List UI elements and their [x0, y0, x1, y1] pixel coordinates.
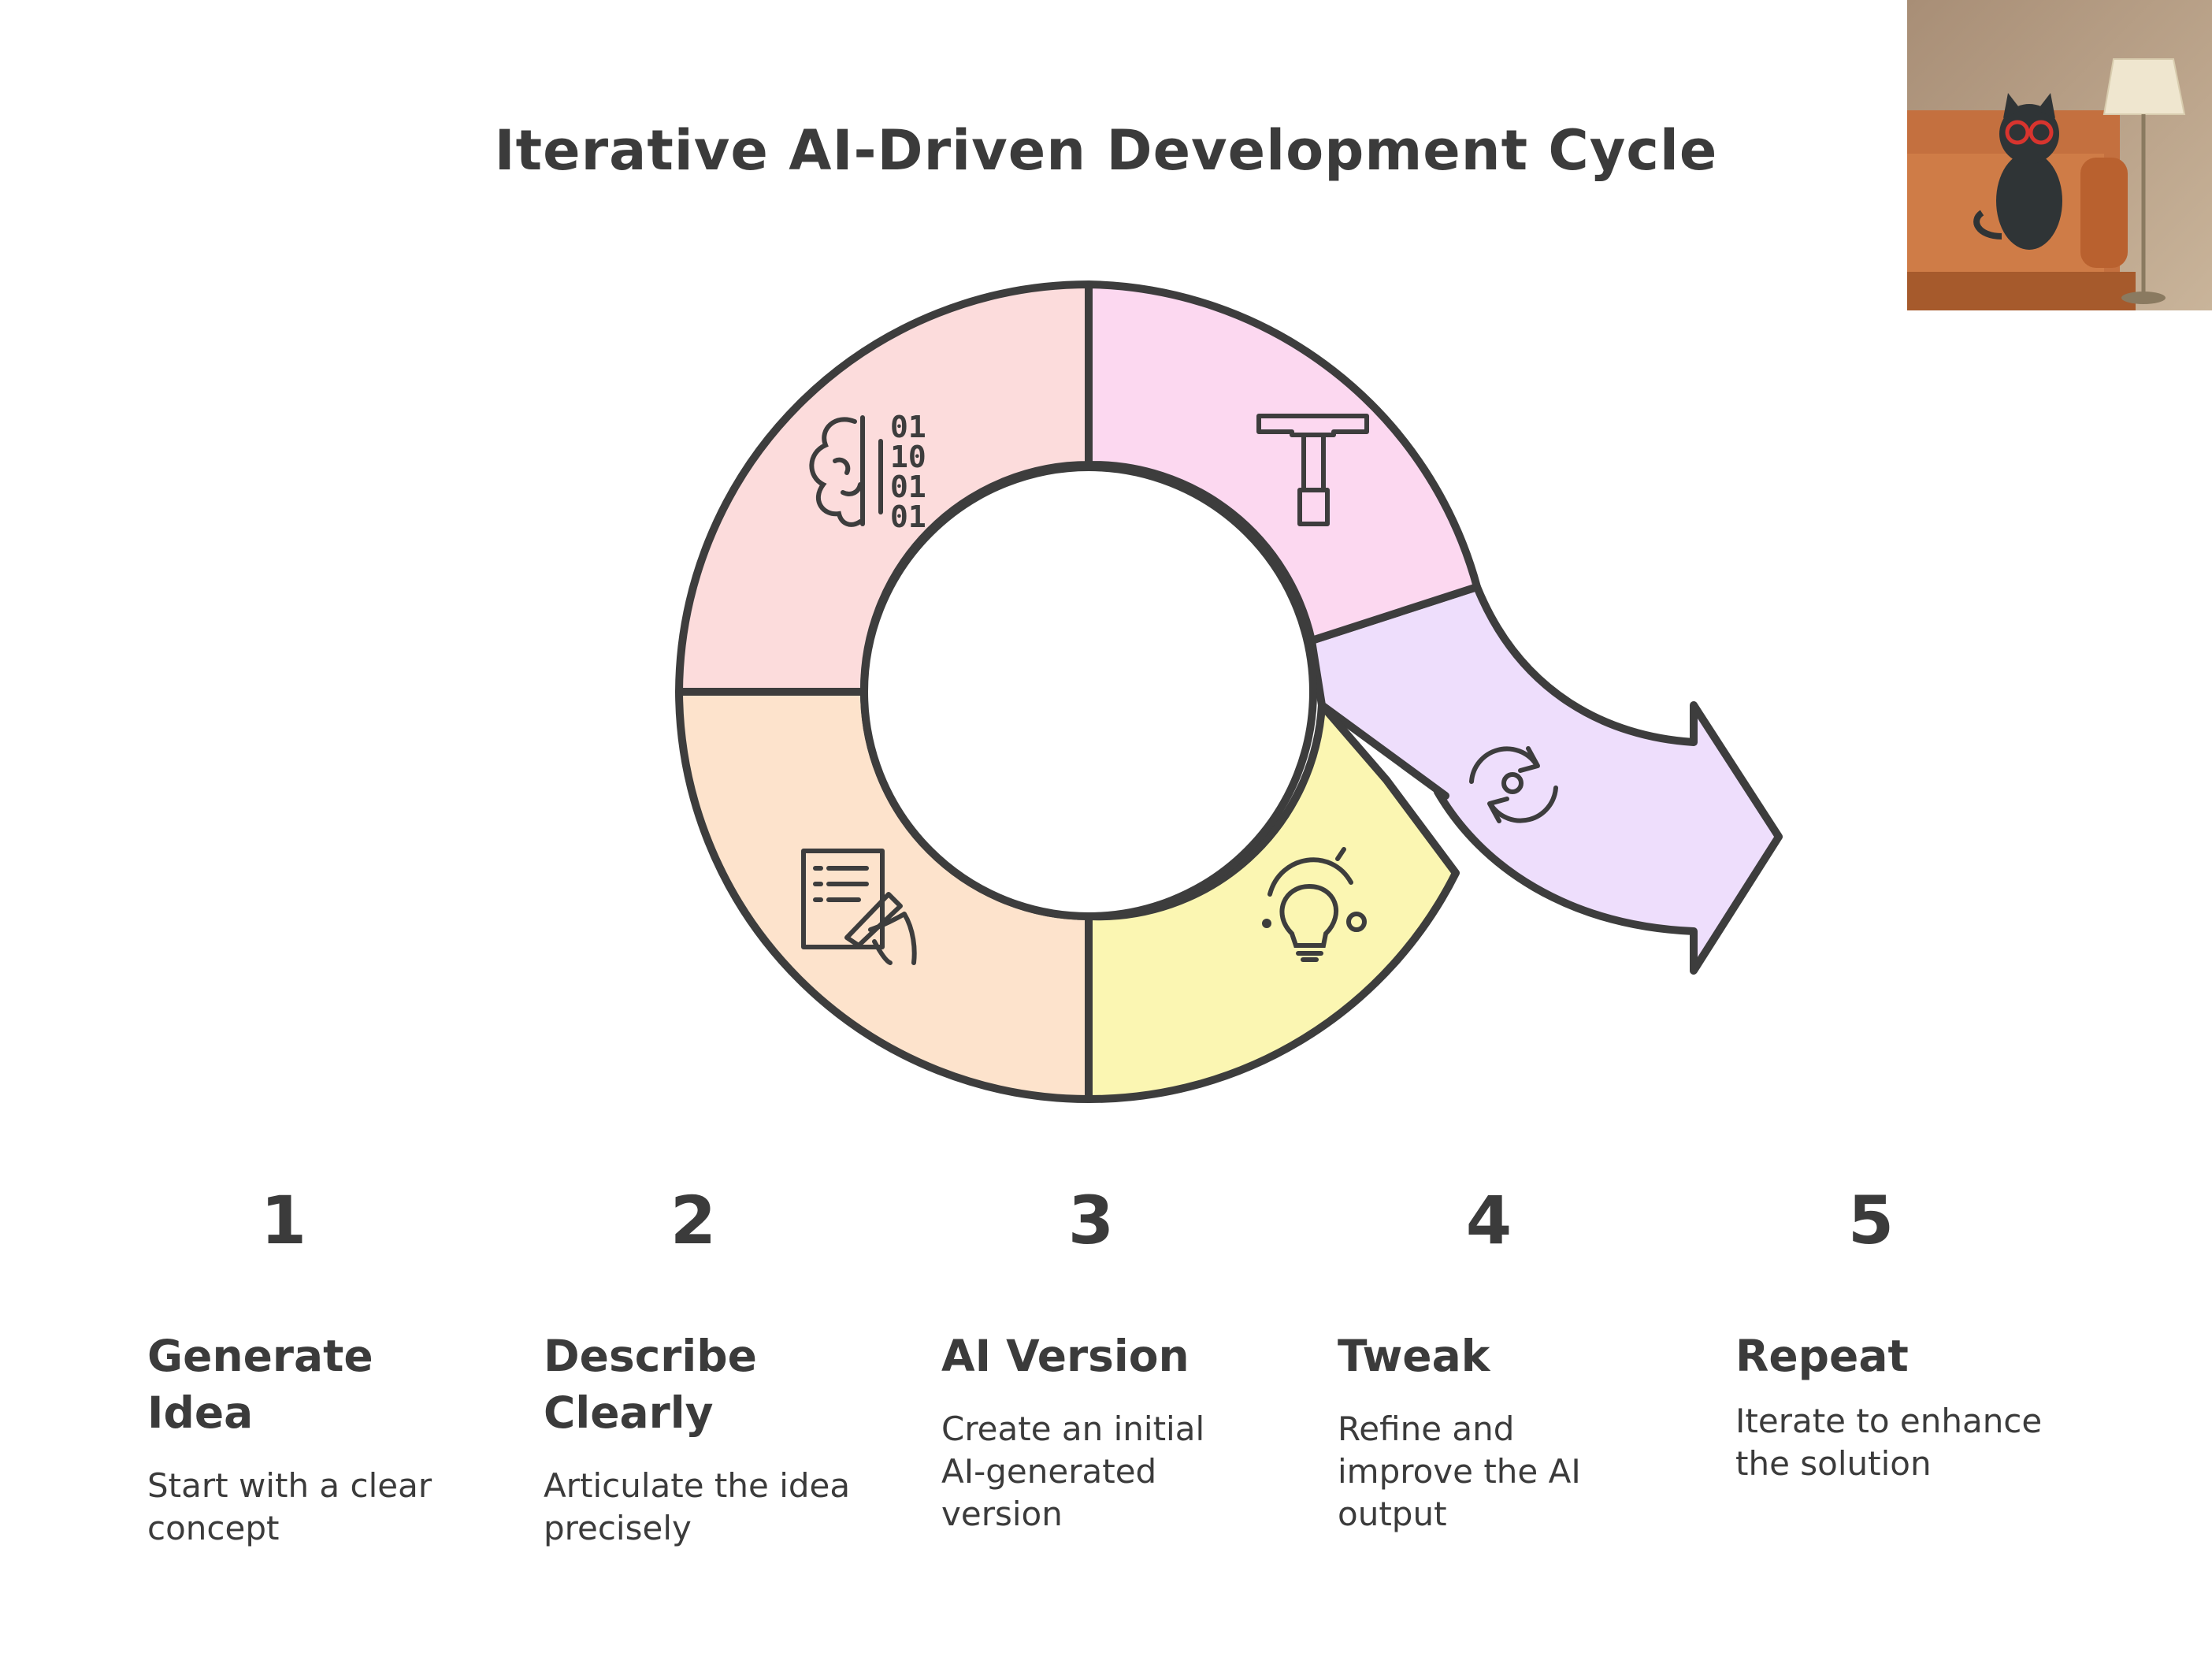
lightbulb-icon: [1262, 847, 1367, 962]
step-title: Tweak: [1338, 1331, 1490, 1381]
step-description: Iterate to enhance the solution: [1735, 1402, 2043, 1483]
refresh-cycle-icon: [1469, 746, 1558, 823]
svg-text:10: 10: [890, 440, 926, 474]
step-number: 5: [1847, 1182, 1895, 1259]
svg-text:01: 01: [890, 500, 926, 534]
step-description: Start with a clear concept: [147, 1466, 432, 1547]
step-description: Create an initial AI-generated version: [941, 1410, 1205, 1533]
step-4: 4 Tweak Refine and improve the AI output: [1316, 1182, 1662, 1533]
step-title: Generate Idea: [147, 1331, 373, 1438]
segment-repeat: [1308, 583, 1783, 975]
step-3: 3 AI Version Create an initial AI-genera…: [918, 1182, 1264, 1533]
step-title: AI Version: [941, 1331, 1190, 1381]
cat-sofa-photo: [1907, 0, 2212, 310]
page-title: Iterative AI-Driven Development Cycle: [494, 118, 1718, 183]
step-title: Repeat: [1735, 1331, 1909, 1381]
step-1: 1 Generate Idea Start with a clear conce…: [110, 1182, 457, 1547]
step-number: 4: [1465, 1182, 1512, 1259]
step-number: 1: [260, 1182, 307, 1259]
step-title: Describe Clearly: [544, 1331, 757, 1438]
step-2: 2 Describe Clearly Articulate the idea p…: [520, 1182, 867, 1547]
step-number: 3: [1067, 1182, 1115, 1259]
svg-text:01: 01: [890, 470, 926, 504]
document-pen-icon: [801, 849, 917, 965]
segment-ai-version: [1085, 701, 1460, 1104]
cycle-center: [860, 463, 1317, 920]
step-description: Refine and improve the AI output: [1338, 1410, 1581, 1533]
step-description: Articulate the idea precisely: [544, 1466, 851, 1547]
svg-text:01: 01: [890, 410, 926, 444]
step-number: 2: [670, 1182, 717, 1259]
brain-binary-icon: 01 10 01 01: [809, 410, 926, 534]
t-tool-icon: [1256, 414, 1369, 526]
cat: [1996, 152, 2062, 250]
step-5: 5 Repeat Iterate to enhance the solution: [1698, 1182, 2044, 1483]
